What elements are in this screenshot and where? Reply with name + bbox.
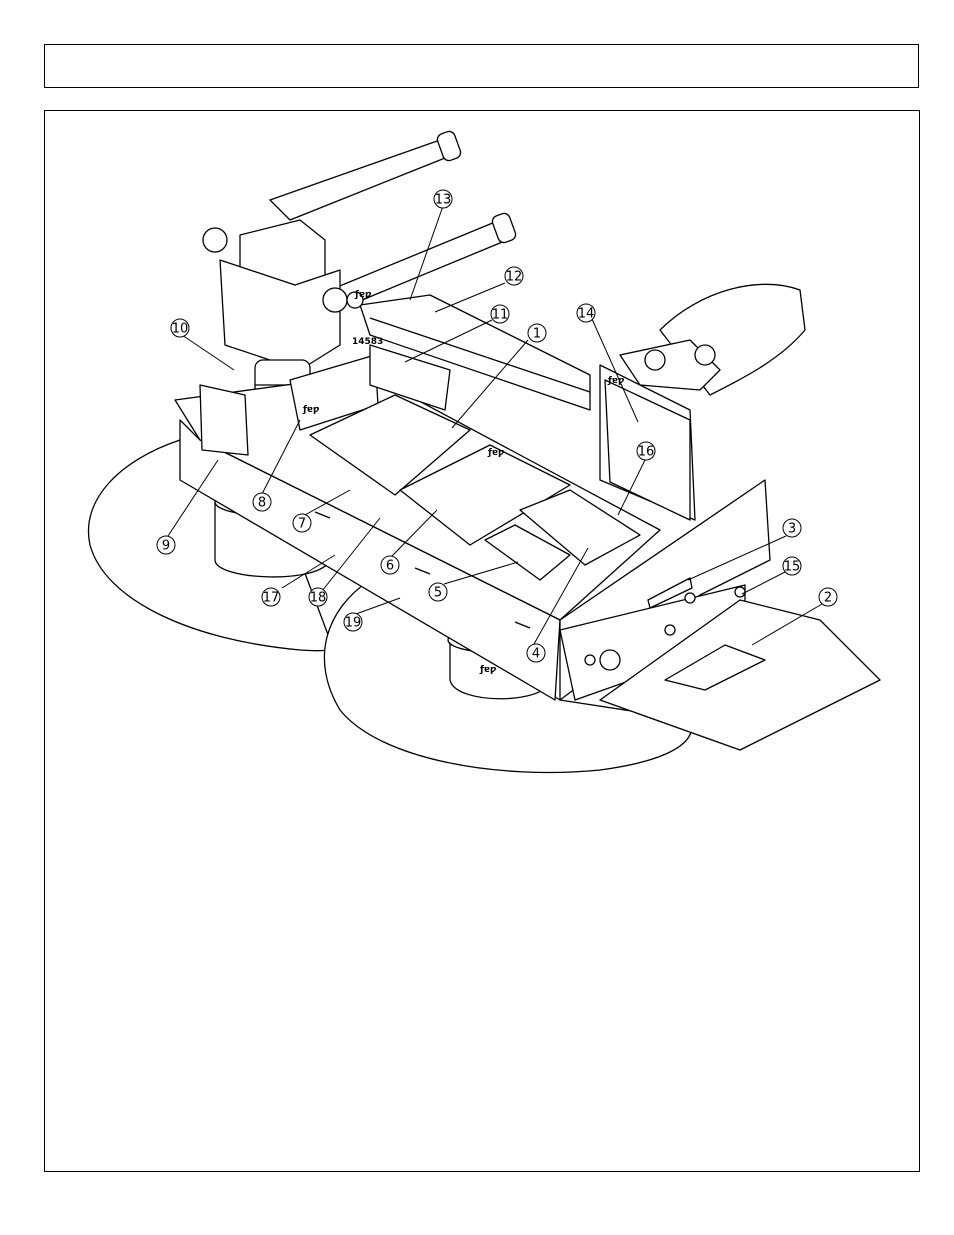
callout-number: 4 <box>532 647 540 662</box>
callout-circle <box>292 513 312 533</box>
callout-circle <box>308 587 328 607</box>
decal-6 <box>399 444 571 546</box>
callout-3: 3 <box>782 518 802 538</box>
callout-2: 2 <box>818 587 838 607</box>
callout-circle <box>576 303 596 323</box>
callout-circle <box>428 582 448 602</box>
callout-13: 13 <box>433 189 453 209</box>
callout-8: 8 <box>252 492 272 512</box>
brand-stamp-center: ƒɐƿ <box>487 448 505 458</box>
callout-number: 7 <box>298 517 306 532</box>
callout-number: 10 <box>172 322 189 337</box>
callout-number: 5 <box>434 586 442 601</box>
callout-1: 1 <box>527 323 547 343</box>
callout-10: 10 <box>170 318 190 338</box>
decal-2 <box>664 644 766 691</box>
brand-stamp-left: ƒɐƿ <box>302 405 320 415</box>
callout-number: 12 <box>506 270 523 285</box>
callout-number: 2 <box>824 591 832 606</box>
decal-9 <box>199 384 249 456</box>
decal-5 <box>484 524 571 581</box>
callout-5: 5 <box>428 582 448 602</box>
callout-number: 1 <box>533 327 541 342</box>
callout-circle <box>782 518 802 538</box>
callout-circle <box>343 612 363 632</box>
diagram-frame <box>44 110 920 1172</box>
decal-3 <box>647 577 693 609</box>
skid-plate <box>599 599 881 751</box>
decal-4 <box>519 489 641 566</box>
callout-number: 19 <box>345 616 362 631</box>
pump-housing <box>219 259 341 371</box>
callout-number: 15 <box>784 560 801 575</box>
callout-number: 9 <box>162 539 170 554</box>
brand-stamp-post: ƒɐƿ <box>607 376 625 386</box>
brand-stamps: ƒɐƿ ƒɐƿ ƒɐƿ ƒɐƿ ƒɐƿ 14583 <box>302 290 625 675</box>
header-frame <box>44 44 919 88</box>
leader-lines <box>167 205 823 646</box>
callout-18: 18 <box>308 587 328 607</box>
callout-circle <box>818 587 838 607</box>
callout-number: 3 <box>788 522 796 537</box>
callout-number: 16 <box>638 445 655 460</box>
callout-number: 11 <box>492 308 509 323</box>
brand-stamp-hub: ƒɐƿ <box>479 665 497 675</box>
callout-6: 6 <box>380 555 400 575</box>
callout-circle <box>490 304 510 324</box>
callout-number: 14 <box>578 307 595 322</box>
callout-9: 9 <box>156 535 176 555</box>
callout-circle <box>156 535 176 555</box>
decal-1 <box>309 394 471 496</box>
cylinder-tube-upper <box>269 139 461 221</box>
callout-4: 4 <box>526 643 546 663</box>
callout-circle <box>433 189 453 209</box>
callout-number: 17 <box>263 591 280 606</box>
callout-circle <box>170 318 190 338</box>
callout-16: 16 <box>636 441 656 461</box>
brand-stamp-valve: ƒɐƿ <box>354 290 372 300</box>
cutterbar-tube <box>359 294 591 411</box>
callout-circle <box>526 643 546 663</box>
main-frame-front <box>179 419 561 701</box>
callout-number: 8 <box>258 496 266 511</box>
callout-circle <box>252 492 272 512</box>
callout-number: 18 <box>310 591 327 606</box>
callout-19: 19 <box>343 612 363 632</box>
callout-circle <box>527 323 547 343</box>
callout-15: 15 <box>782 556 802 576</box>
mower-body <box>87 130 881 774</box>
callout-circle <box>380 555 400 575</box>
callout-11: 11 <box>490 304 510 324</box>
callout-14: 14 <box>576 303 596 323</box>
callout-17: 17 <box>261 587 281 607</box>
decal-11 <box>369 344 451 411</box>
callout-7: 7 <box>292 513 312 533</box>
callout-circle <box>782 556 802 576</box>
callout-circle <box>636 441 656 461</box>
callout-number: 13 <box>435 193 452 208</box>
callout-circle <box>261 587 281 607</box>
part-number-stamp: 14583 <box>352 337 383 347</box>
callout-circle <box>504 266 524 286</box>
callout-12: 12 <box>504 266 524 286</box>
callout-number: 6 <box>386 559 394 574</box>
